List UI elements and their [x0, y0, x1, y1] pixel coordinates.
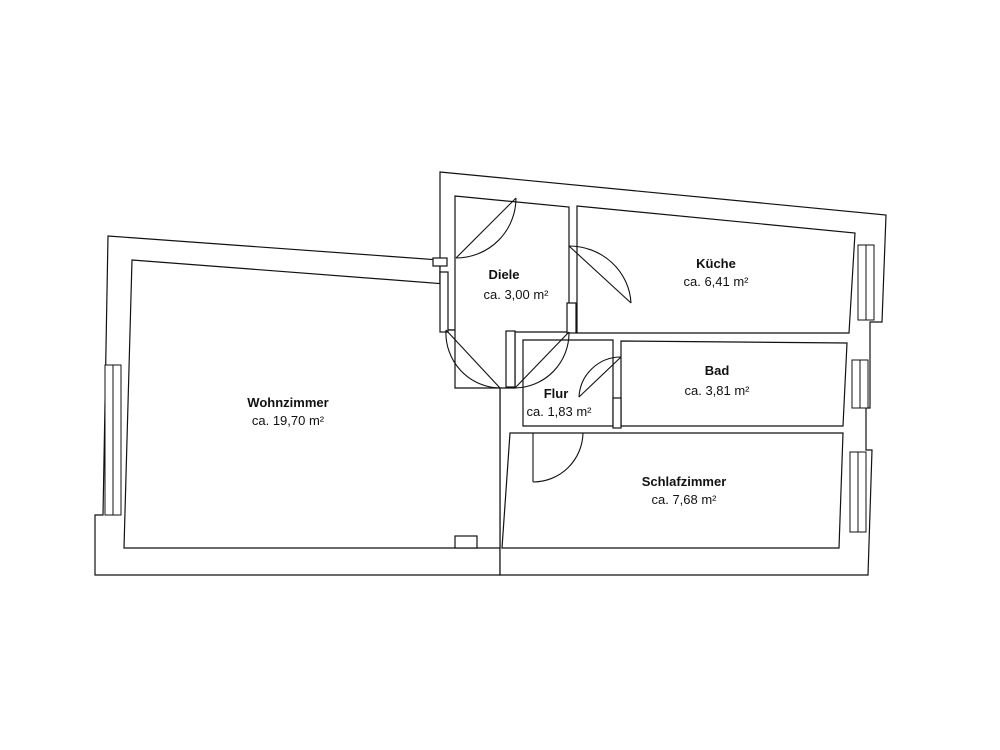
- label-bad-area: ca. 3,81 m²: [684, 383, 750, 398]
- wall-stub-wohn-top: [439, 271, 449, 333]
- door-entrance: [455, 197, 517, 259]
- label-bad-name: Bad: [705, 363, 730, 378]
- window-kueche: [857, 244, 875, 321]
- wall-stub-diele-left: [432, 257, 448, 267]
- window-bad: [851, 359, 869, 409]
- label-wohnzimmer-area: ca. 19,70 m²: [252, 413, 325, 428]
- window-wohnzimmer: [104, 364, 122, 516]
- label-kueche-area: ca. 6,41 m²: [683, 274, 749, 289]
- door-bad: [578, 356, 622, 398]
- label-diele-name: Diele: [488, 267, 519, 282]
- window-schlafzimmer: [849, 451, 867, 533]
- wall-stub-bad: [612, 397, 622, 429]
- wall-pillar: [454, 535, 478, 549]
- door-schlafzimmer: [532, 432, 584, 483]
- label-wohnzimmer-name: Wohnzimmer: [247, 395, 328, 410]
- wall-flur-left: [505, 330, 516, 388]
- wall-stub-kueche: [566, 302, 577, 334]
- label-schlafzimmer-name: Schlafzimmer: [642, 474, 727, 489]
- door-kueche: [568, 245, 632, 304]
- door-flur-diele: [514, 331, 570, 389]
- label-diele-area: ca. 3,00 m²: [483, 287, 549, 302]
- label-schlafzimmer-area: ca. 7,68 m²: [651, 492, 717, 507]
- room-schlafzimmer: [501, 432, 844, 549]
- label-flur-name: Flur: [544, 386, 569, 401]
- door-wohnzimmer: [445, 329, 501, 389]
- label-kueche-name: Küche: [696, 256, 736, 271]
- room-kueche: [576, 205, 856, 334]
- label-flur-area: ca. 1,83 m²: [526, 404, 592, 419]
